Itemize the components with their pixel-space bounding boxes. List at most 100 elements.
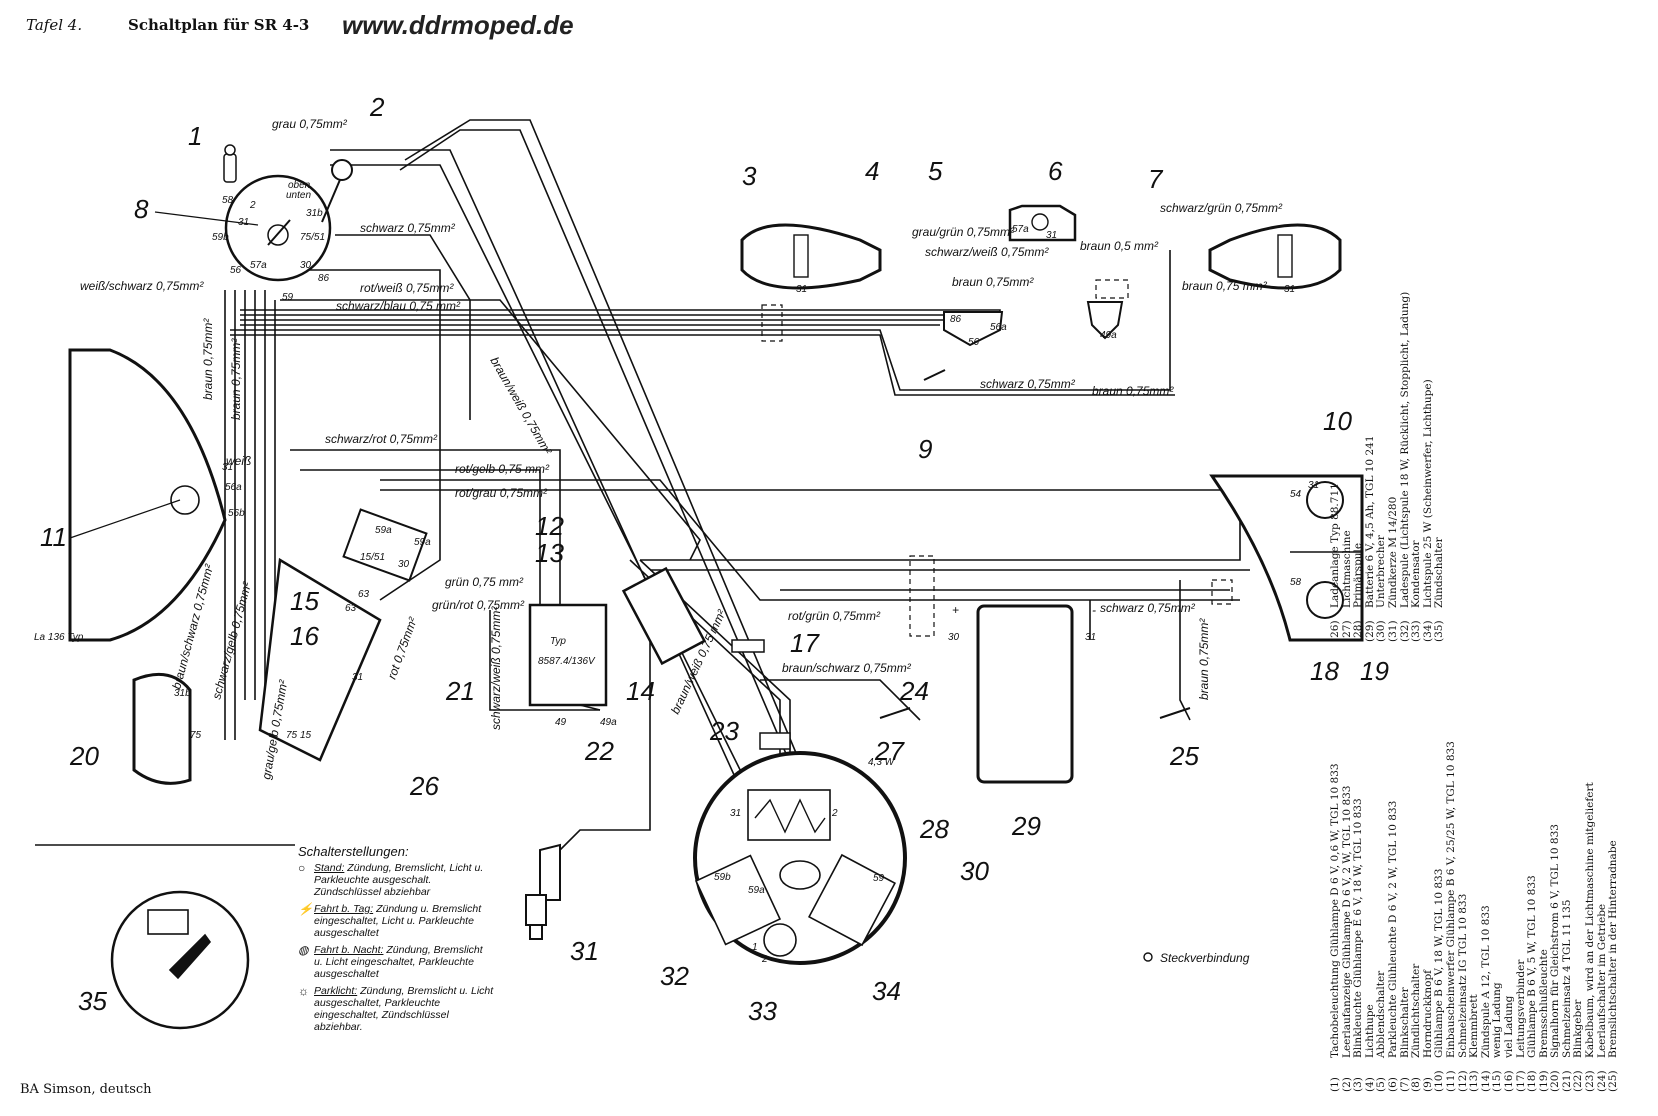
part-index: (1) (1329, 1077, 1341, 1092)
part-number-17: 17 (790, 628, 820, 658)
charging-term-15: 15 (300, 730, 312, 741)
charging-term-31: 31 (352, 672, 363, 683)
part-description: Unterbrecher (1375, 535, 1388, 608)
part-description: Abblendschalter (1375, 970, 1388, 1058)
switch-rotor-icon (267, 224, 289, 246)
idle-indicator-icon (321, 159, 353, 223)
part-index: (6) (1386, 1077, 1399, 1092)
part-number-32: 32 (660, 961, 689, 991)
battery-minus: - (1092, 603, 1096, 617)
wire-label-schwarz-blau: schwarz/blau 0,75 mm² (336, 299, 461, 313)
condenser-term-2: 2 (761, 954, 768, 965)
part-description: Tachobeleuchtung Glühlampe D 6 V, 0,6 W,… (1329, 763, 1341, 1058)
battery-term-30: 30 (948, 632, 960, 643)
cable-harness-clamp (759, 732, 791, 750)
legend-item-fahrt-nacht: ◍ Fahrt b. Nacht: Zündung, Bremslicht u.… (298, 944, 494, 980)
term-59b: 59b (212, 232, 229, 243)
connector-boxes (761, 279, 1233, 637)
rear-term-31: 31 (1308, 480, 1319, 491)
term-31: 31 (238, 217, 249, 228)
part-description: Leerlaufschalter im Getriebe (1595, 903, 1608, 1058)
part-description: Leerlaufanzeige Glühlampe D 6 V, 2 W, TG… (1340, 785, 1353, 1059)
part-index: (35) (1433, 620, 1446, 642)
part-description: viel Ladung (1502, 995, 1515, 1058)
indicator-right-housing (1208, 223, 1342, 290)
part-description: Primärspule (1352, 542, 1365, 608)
legend-head: Stand: (314, 862, 345, 874)
part-number-24: 24 (899, 676, 929, 706)
tail-lamp-bulb-icon (1306, 581, 1344, 619)
dimmer-term-56: 56 (968, 337, 980, 348)
part-index: (18) (1526, 1070, 1539, 1092)
part-number-27: 27 (874, 736, 905, 766)
part-number-13: 13 (535, 538, 564, 568)
part-index: (13) (1468, 1070, 1481, 1092)
headlight-type-label: La 136 Typ (34, 632, 84, 643)
term-unten: unten (286, 190, 311, 201)
brake-lamp-bulb-icon (1306, 481, 1344, 519)
part-description: Glühlampe B 6 V, 5 W, TGL 10 833 (1526, 875, 1539, 1058)
part-number-14: 14 (626, 676, 655, 706)
battery-term-31: 31 (1085, 632, 1096, 643)
legend-head: Fahrt b. Tag: (314, 903, 374, 915)
wire-label-braun-mid: braun 0,75mm² (229, 338, 243, 420)
headlight-term-56b: 56b (228, 508, 245, 519)
part-number-20: 20 (69, 741, 99, 771)
part-number-35: 35 (78, 986, 107, 1016)
part-description: Bremsschlußleuchte (1537, 949, 1550, 1058)
wire-label-braun-left: braun 0,75mm² (201, 318, 215, 400)
wire-label-rot: rot 0,75mm² (385, 615, 421, 682)
term-86: 86 (318, 273, 330, 284)
part-description: Lichtmaschine (1340, 530, 1353, 608)
indicator-left-bulb-icon (793, 234, 809, 278)
part-description: Blinkgeber (1572, 999, 1585, 1058)
charging-unit-body (258, 557, 382, 762)
ignition-key-icon (168, 933, 212, 980)
flasher-relay-body (528, 603, 608, 707)
switch-positions-legend: Schalterstellungen: ○ Stand: Zündung, Br… (298, 845, 494, 1038)
charging-term-63: 63 (358, 589, 370, 600)
rear-term-54: 54 (1290, 489, 1302, 500)
ignition-coil-body (621, 566, 707, 666)
part-index: (23) (1584, 1070, 1597, 1092)
wire-label-grau: grau 0,75mm² (272, 117, 348, 131)
part-description: Kabelbaum, wird an der Lichtmaschine mit… (1584, 782, 1597, 1058)
term-oben: oben (288, 180, 311, 191)
legend-item-fahrt-tag: ⚡ Fahrt b. Tag: Zündung u. Bremslicht ei… (298, 903, 494, 939)
battery-body (976, 604, 1074, 784)
wire-label-gruen: grün 0,75 mm² (445, 575, 524, 589)
part-description: Einbauscheinwerfer Glühlampe B 6 V, 25/2… (1444, 741, 1457, 1058)
fuse-terminal-board (342, 508, 428, 582)
legend-item-parklicht: ☼ Parklicht: Zündung, Bremslicht u. Lich… (298, 985, 494, 1033)
wire-label-schwarz-gruen: schwarz/grün 0,75mm² (1160, 201, 1283, 215)
dimmer-switch-body (943, 311, 1004, 347)
headlight-term-56a: 56a (225, 482, 242, 493)
part-description: Leitungsverbinder (1514, 959, 1527, 1058)
part-number-23: 23 (709, 716, 739, 746)
legend-text: Zündung, Bremslicht u. Licht eingeschalt… (314, 944, 483, 980)
part-number-30: 30 (960, 856, 989, 886)
primary-coil (747, 789, 831, 841)
wire-label-schwarz-weiss-left: schwarz/weiß 0,75mm² (489, 606, 503, 730)
parking-term-31: 31 (1046, 230, 1057, 241)
light-coil (807, 853, 897, 947)
wire-label-braun-weiss: braun/weiß 0,75mm² (487, 355, 555, 458)
part-number-10: 10 (1323, 406, 1352, 436)
part-number-33: 33 (748, 996, 777, 1026)
part-number-31: 31 (570, 936, 599, 966)
wire-label-rot-gruen: rot/grün 0,75mm² (788, 609, 881, 623)
condenser-term-1: 1 (752, 942, 758, 953)
legend-text: Zündung, Bremslicht u. Licht ausgeschalt… (314, 985, 494, 1033)
plug-connection-label: Steckverbindung (1160, 951, 1250, 965)
part-description: Glühlampe B 6 V, 18 W, TGL 10 833 (1433, 868, 1446, 1058)
part-number-1: 1 (188, 121, 202, 151)
part-description: Ladespule (Lichtspule 18 W, Rücklicht, S… (1398, 291, 1411, 608)
wire-connector-icon (731, 639, 765, 653)
horn-term-31b: 31b (174, 688, 191, 699)
charging-term-75: 75 (286, 730, 298, 741)
wire-label-braun-right: braun 0,75 mm² (1182, 279, 1268, 293)
ignition-light-switch-body (224, 174, 332, 282)
wire-label-schwarz-right: schwarz 0,75mm² (1100, 601, 1196, 615)
wire-label-schwarz-gelb: schwarz/gelb 0,75mm² (209, 580, 254, 701)
part-description: Bremslichtschalter in der Hinterradnabe (1607, 840, 1620, 1058)
